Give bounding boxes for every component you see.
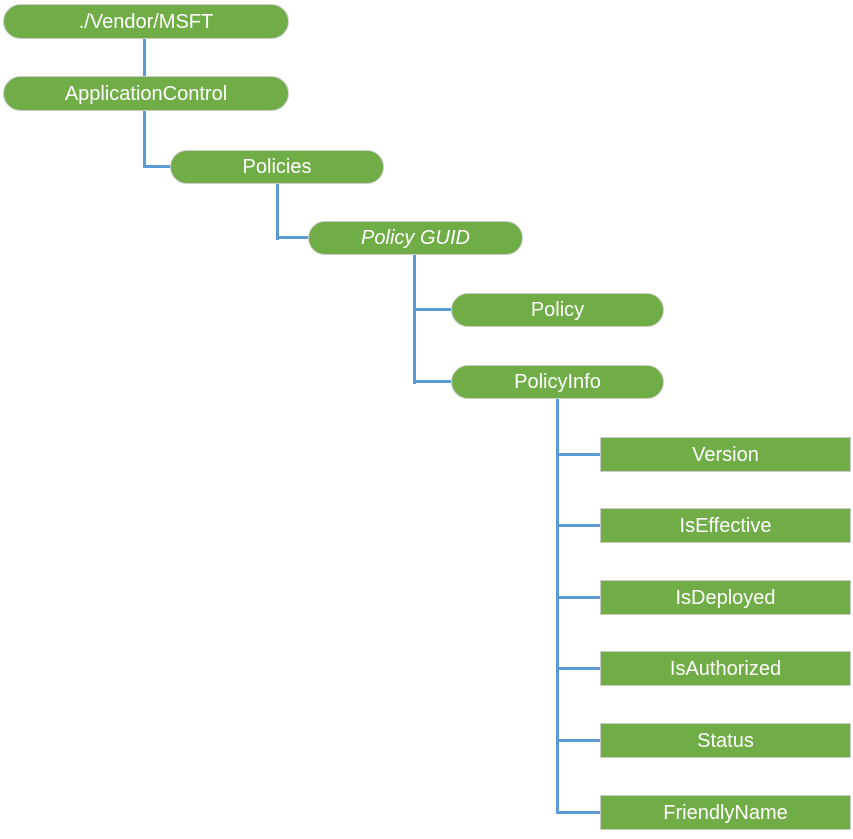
connector-policyinfo-to-status	[556, 739, 600, 742]
connector-policyguid-to-policyinfo	[413, 380, 451, 383]
connector-policyguid-to-policy	[413, 308, 451, 311]
connector-applicationcontrol-to-policies-horizontal	[143, 165, 170, 168]
node-policy: Policy	[451, 293, 664, 327]
connector-policyinfo-to-isdeployed	[556, 596, 600, 599]
connector-applicationcontrol-to-policies-vertical	[143, 111, 146, 168]
node-is-deployed: IsDeployed	[600, 580, 851, 615]
node-policy-info: PolicyInfo	[451, 365, 664, 399]
connector-policies-to-policyguid-vertical	[276, 184, 279, 240]
node-policies: Policies	[170, 150, 384, 184]
node-version: Version	[600, 437, 851, 472]
node-application-control: ApplicationControl	[3, 76, 289, 111]
node-is-authorized: IsAuthorized	[600, 651, 851, 686]
connector-vendor-to-applicationcontrol	[143, 39, 146, 76]
node-is-effective: IsEffective	[600, 508, 851, 543]
connector-policyinfo-to-version	[556, 453, 600, 456]
node-status: Status	[600, 723, 851, 758]
connector-policyinfo-to-friendlyname	[556, 811, 600, 814]
connector-policyinfo-to-isauthorized	[556, 667, 600, 670]
connector-policies-to-policyguid-horizontal	[276, 236, 308, 239]
node-policy-guid: Policy GUID	[308, 221, 523, 255]
connector-policyinfo-to-iseffective	[556, 524, 600, 527]
node-vendor-msft: ./Vendor/MSFT	[3, 4, 289, 39]
node-friendly-name: FriendlyName	[600, 795, 851, 830]
connector-policyguid-trunk	[413, 255, 416, 384]
connector-policyinfo-trunk	[556, 399, 559, 814]
